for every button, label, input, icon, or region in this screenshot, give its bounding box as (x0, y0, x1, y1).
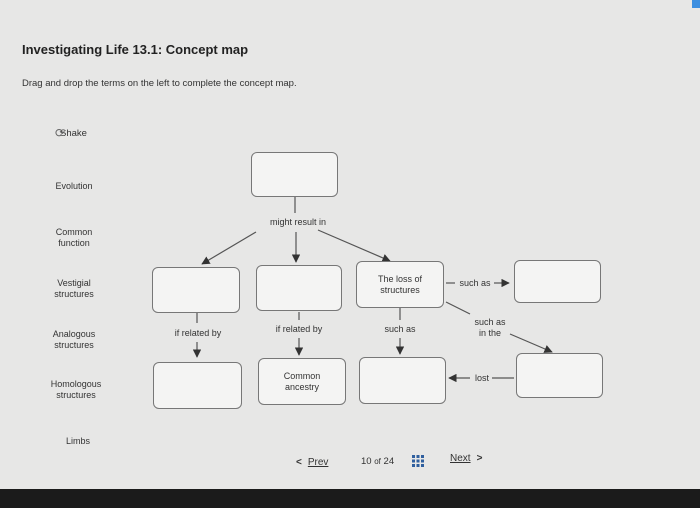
connector-line (201, 231, 257, 265)
box-text: Common (283, 370, 321, 381)
term-text: Homologous (50, 379, 102, 389)
drop-target-row2-right[interactable] (514, 260, 601, 303)
label-lost: lost (474, 373, 489, 383)
next-button[interactable]: Next > (450, 453, 482, 464)
scrollbar-corner (692, 0, 700, 8)
box-loss-of-structures: The loss of structures (356, 261, 444, 308)
drop-target-row2-left[interactable] (152, 267, 240, 313)
box-text: The loss of (377, 273, 423, 284)
label-such-as: such as (459, 278, 491, 288)
grid-icon[interactable] (412, 454, 424, 467)
term-common-function[interactable]: Common function (34, 227, 114, 249)
label-text: such as (474, 317, 506, 327)
term-limbs[interactable]: Limbs (38, 436, 118, 447)
box-text: structures (380, 284, 420, 295)
page-indicator: 10 of 24 (361, 456, 394, 467)
instructions: Drag and drop the terms on the left to c… (22, 78, 297, 89)
term-text: function (58, 238, 90, 248)
label-text: in the (478, 328, 502, 338)
box-common-ancestry: Common ancestry (258, 358, 346, 405)
drop-target-row2-middle[interactable] (256, 265, 342, 311)
label-if-related-by: if related by (275, 324, 323, 334)
drop-target-top[interactable] (251, 152, 338, 197)
chevron-right-icon: > (476, 453, 483, 464)
term-text: Common (55, 227, 93, 237)
footer-bar (0, 489, 700, 508)
term-text: Analogous (52, 329, 96, 339)
prev-label: Prev (307, 457, 329, 468)
term-text: structures (54, 340, 94, 350)
term-text: structures (56, 390, 96, 400)
connector-line (509, 333, 553, 353)
label-such-as-in-the: such as in the (465, 317, 515, 339)
page-total: 24 (383, 456, 395, 467)
page-current: 10 (361, 456, 372, 467)
page-of: of (374, 457, 381, 466)
shake-label: Shake (60, 128, 87, 139)
term-text: Vestigial (57, 278, 91, 288)
shake-button[interactable]: ⟳ Shake (55, 126, 87, 140)
box-text: ancestry (284, 381, 319, 392)
page-title: Investigating Life 13.1: Concept map (22, 42, 249, 57)
next-label: Next (450, 453, 471, 464)
term-homologous-structures[interactable]: Homologous structures (36, 379, 116, 401)
prev-button[interactable]: < Prev (296, 457, 328, 468)
connector-line (445, 301, 471, 315)
label-might-result-in: might result in (269, 217, 327, 227)
drop-target-row3-right[interactable] (516, 353, 603, 398)
term-analogous-structures[interactable]: Analogous structures (34, 329, 114, 351)
label-if-related-by: if related by (174, 328, 222, 338)
term-text: structures (54, 289, 94, 299)
shake-icon: ⟳ (55, 126, 66, 140)
term-vestigial-structures[interactable]: Vestigial structures (34, 278, 114, 300)
term-text: Limbs (65, 436, 90, 446)
drop-target-row3-middle[interactable] (359, 357, 446, 404)
drop-target-row3-left[interactable] (153, 362, 242, 409)
chevron-left-icon: < (296, 457, 302, 468)
label-such-as: such as (384, 324, 416, 334)
term-evolution[interactable]: Evolution (34, 181, 114, 192)
term-text: Evolution (55, 181, 93, 191)
connector-line (317, 229, 391, 262)
